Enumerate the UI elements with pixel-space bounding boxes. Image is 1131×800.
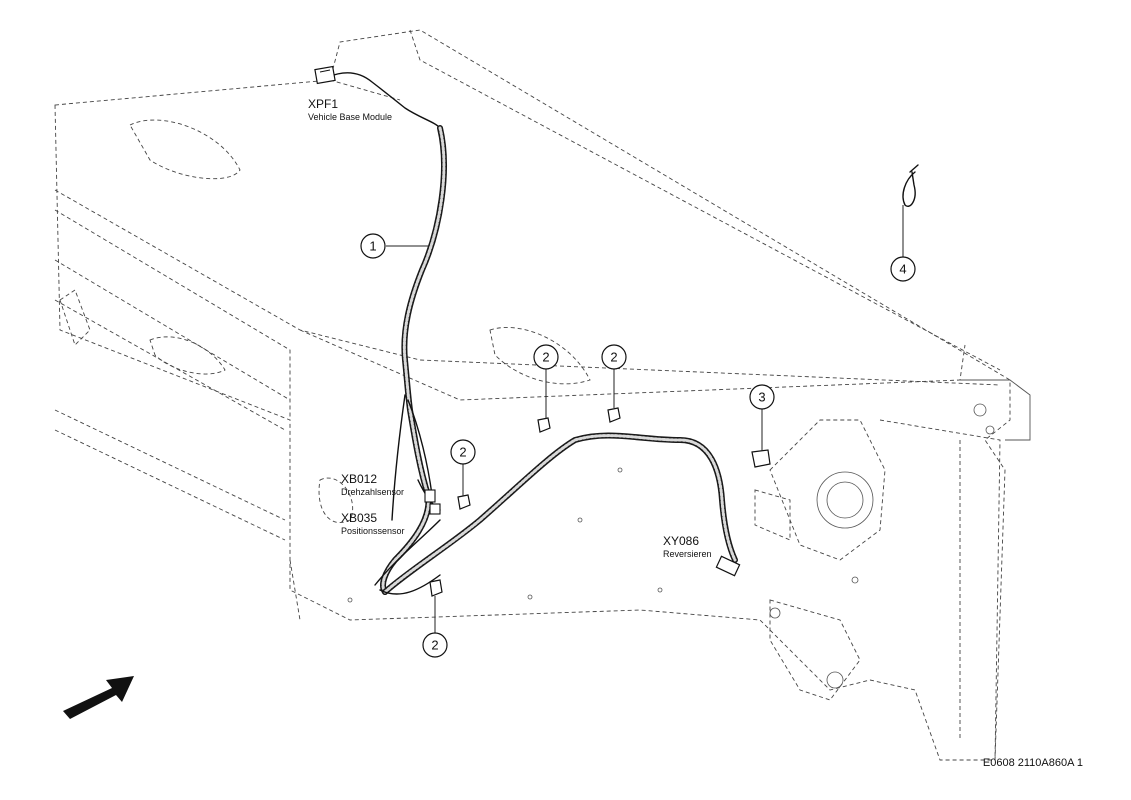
xb012-description: Drehzahlsensor [341, 487, 404, 497]
callout-2d-label: 2 [431, 638, 438, 653]
xy086-code: XY086 [663, 534, 699, 548]
xpf1-code: XPF1 [308, 97, 338, 111]
callout-3-label: 3 [758, 390, 765, 405]
callout-4-label: 4 [899, 262, 906, 277]
callout-2d: 2 [422, 632, 448, 658]
callout-leaders [386, 205, 904, 633]
xy086-description: Reversieren [663, 549, 712, 559]
callout-2c: 2 [450, 439, 476, 465]
machine-frame [54, 29, 1031, 761]
callout-3: 3 [749, 384, 775, 410]
xb035-description: Positionssensor [341, 526, 405, 536]
wiring-harness [327, 72, 738, 595]
callout-2b: 2 [601, 344, 627, 370]
callout-4: 4 [890, 256, 916, 282]
callout-2b-label: 2 [610, 350, 617, 365]
xpf1-description: Vehicle Base Module [308, 112, 392, 122]
callout-2a-label: 2 [542, 350, 549, 365]
xb012-connector-icon [424, 489, 436, 503]
cable-tie-icon [902, 164, 919, 207]
direction-arrow-icon [63, 676, 134, 719]
drawing-reference-code: E0608 2110A860A 1 [983, 757, 1083, 769]
clip-icon [429, 407, 771, 597]
xb035-connector-icon [429, 503, 441, 515]
callout-1: 1 [360, 233, 386, 259]
xy086-connector-icon [715, 555, 741, 577]
xb012-code: XB012 [341, 472, 377, 486]
callout-2c-label: 2 [459, 445, 466, 460]
callout-2a: 2 [533, 344, 559, 370]
xpf1-connector-icon [314, 65, 336, 85]
xb035-code: XB035 [341, 511, 377, 525]
callout-1-label: 1 [369, 239, 376, 254]
